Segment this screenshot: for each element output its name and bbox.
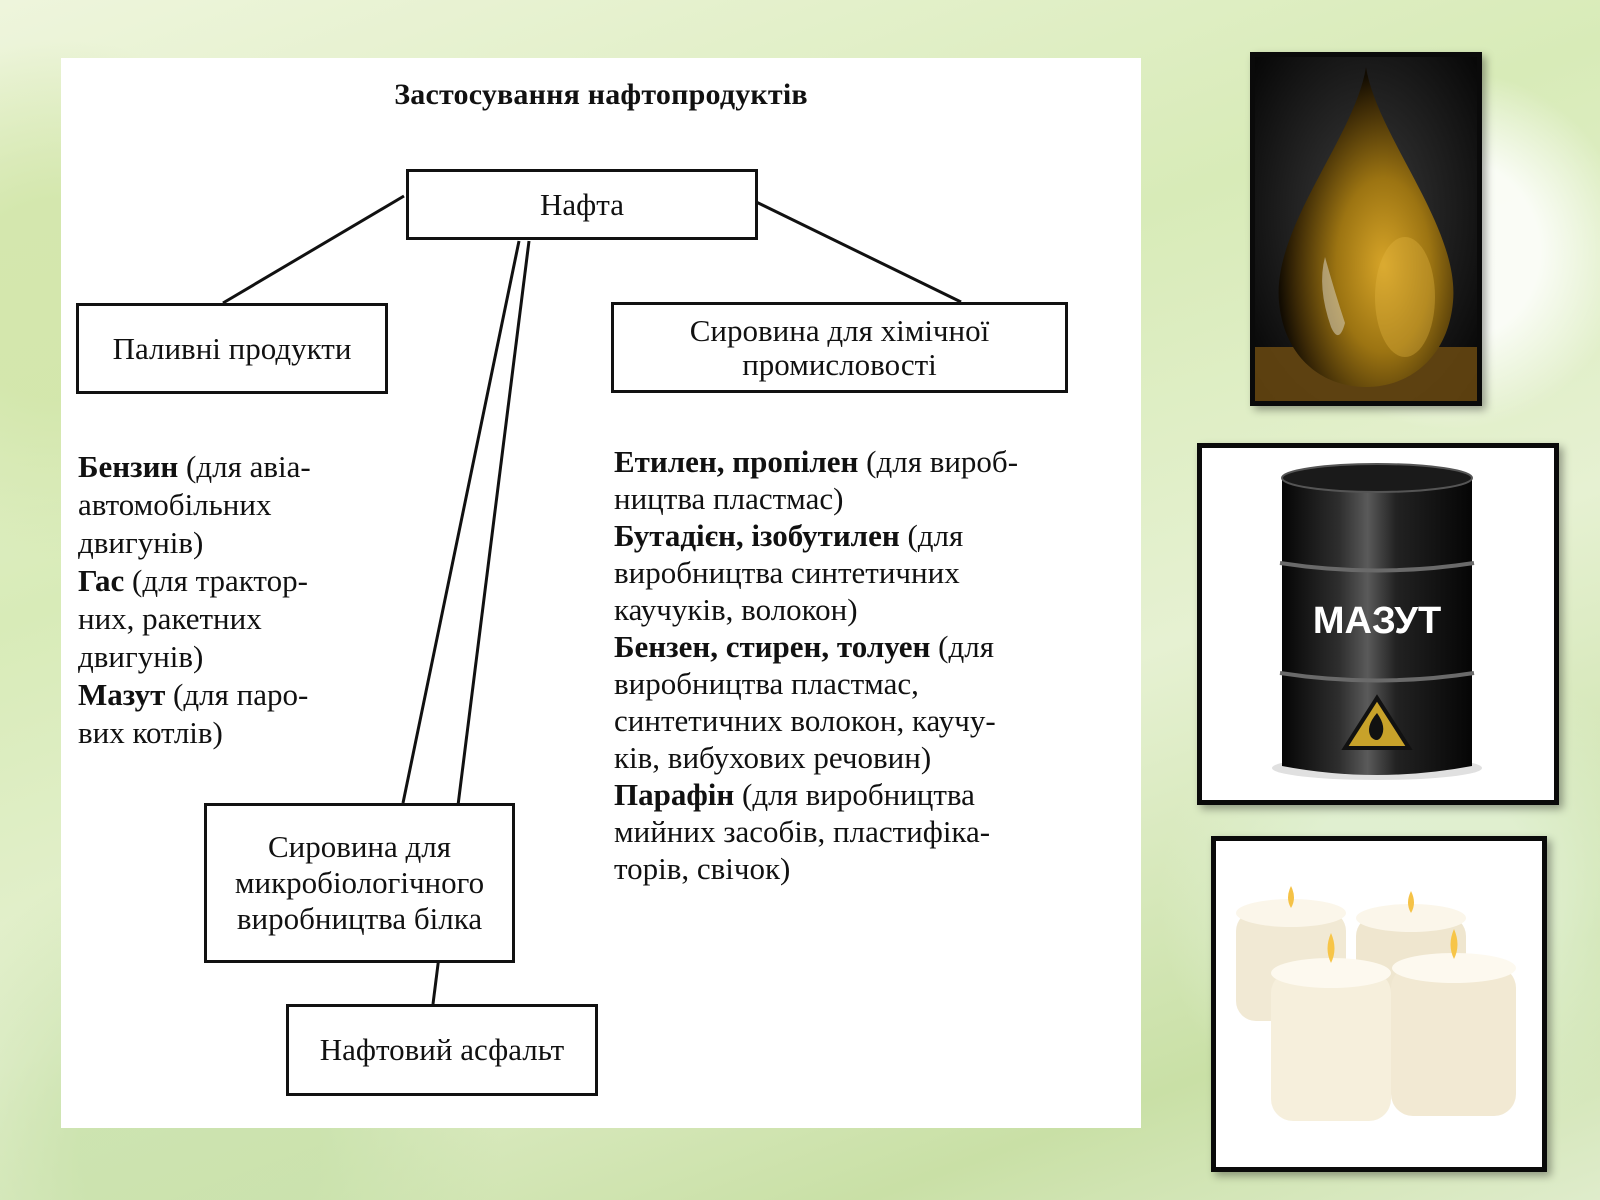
node-chemical-raw: Сировина для хімічної промисловості [611, 302, 1068, 393]
node-microbio-raw: Сировина для микробіологічного виробницт… [204, 803, 515, 963]
node-oil-label: Нафта [540, 186, 624, 222]
fuel-products-list: Бензин (для авіа- автомобільних двигунів… [78, 448, 378, 752]
node-asphalt: Нафтовий асфальт [286, 1004, 598, 1096]
candles-photo [1211, 836, 1547, 1172]
chemical-item: Бутадієн, ізобутилен (для [614, 518, 964, 553]
node-fuel-products: Паливні продукти [76, 303, 388, 394]
fuel-item: Мазут (для паро- [78, 677, 309, 712]
fuel-item: Гас (для трактор- [78, 563, 308, 598]
node-chemical-label-2: промисловості [742, 346, 937, 382]
document-page: Застосування нафтопродуктів Нафта Паливн… [61, 58, 1141, 1128]
node-fuel-products-label: Паливні продукти [112, 330, 352, 366]
connector-root-chemical [743, 194, 962, 304]
oil-drop-icon [1255, 57, 1477, 401]
node-asphalt-label: Нафтовий асфальт [319, 1032, 565, 1068]
node-microbio-label-2: микробіологічного [234, 865, 485, 900]
diagram-title: Застосування нафтопродуктів [394, 78, 808, 111]
chemical-item: Парафін (для виробництва [614, 777, 975, 812]
oil-drop-photo [1250, 52, 1482, 406]
candles-icon [1216, 841, 1542, 1167]
fuel-oil-barrel-photo: МАЗУТ [1197, 443, 1559, 805]
node-oil: Нафта [406, 169, 758, 240]
node-microbio-label-1: Сировина для [267, 829, 452, 864]
chemical-item: Бензен, стирен, толуен (для [614, 629, 994, 664]
fuel-item: Бензин (для авіа- [78, 449, 311, 484]
chemical-item: Етилен, пропілен (для вироб- [614, 444, 1019, 479]
node-microbio-label-3: виробництва білка [236, 901, 483, 936]
barrel-icon: МАЗУТ [1202, 448, 1554, 800]
chemical-products-list: Етилен, пропілен (для вироб- ництва плас… [614, 443, 1084, 887]
connector-root-microbio [401, 240, 521, 804]
barrel-label: МАЗУТ [1313, 600, 1441, 642]
node-chemical-label-1: Сировина для хімічної [689, 312, 990, 348]
connector-root-fuel [222, 194, 405, 305]
